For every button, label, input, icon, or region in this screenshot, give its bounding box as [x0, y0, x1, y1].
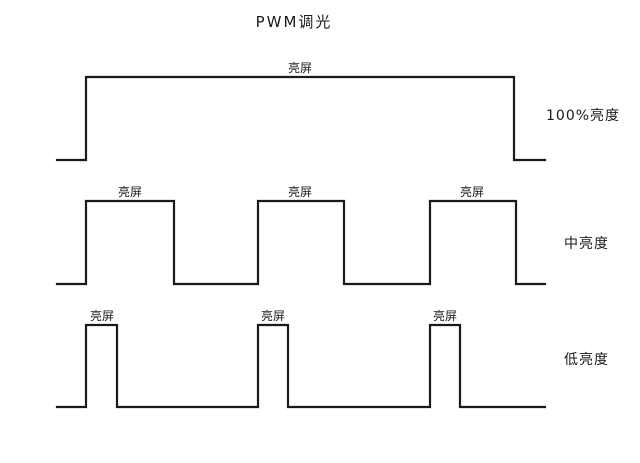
waveform-full-brightness	[55, 75, 547, 162]
row-label-low: 低亮度	[564, 351, 609, 368]
waveform-medium-brightness	[55, 199, 547, 286]
pulse-label-medium-2: 亮屏	[288, 184, 312, 199]
row-label-full: 100%亮度	[546, 107, 620, 124]
pulse-label-full: 亮屏	[288, 60, 312, 75]
pulse-label-medium-3: 亮屏	[460, 184, 484, 199]
pulse-label-low-2: 亮屏	[261, 308, 285, 323]
pulse-label-medium-1: 亮屏	[118, 184, 142, 199]
waveform-low-brightness	[55, 323, 547, 409]
row-label-medium: 中亮度	[564, 235, 609, 252]
diagram-title: PWM调光	[256, 13, 333, 31]
pulse-label-low-1: 亮屏	[90, 308, 114, 323]
pulse-label-low-3: 亮屏	[433, 308, 457, 323]
